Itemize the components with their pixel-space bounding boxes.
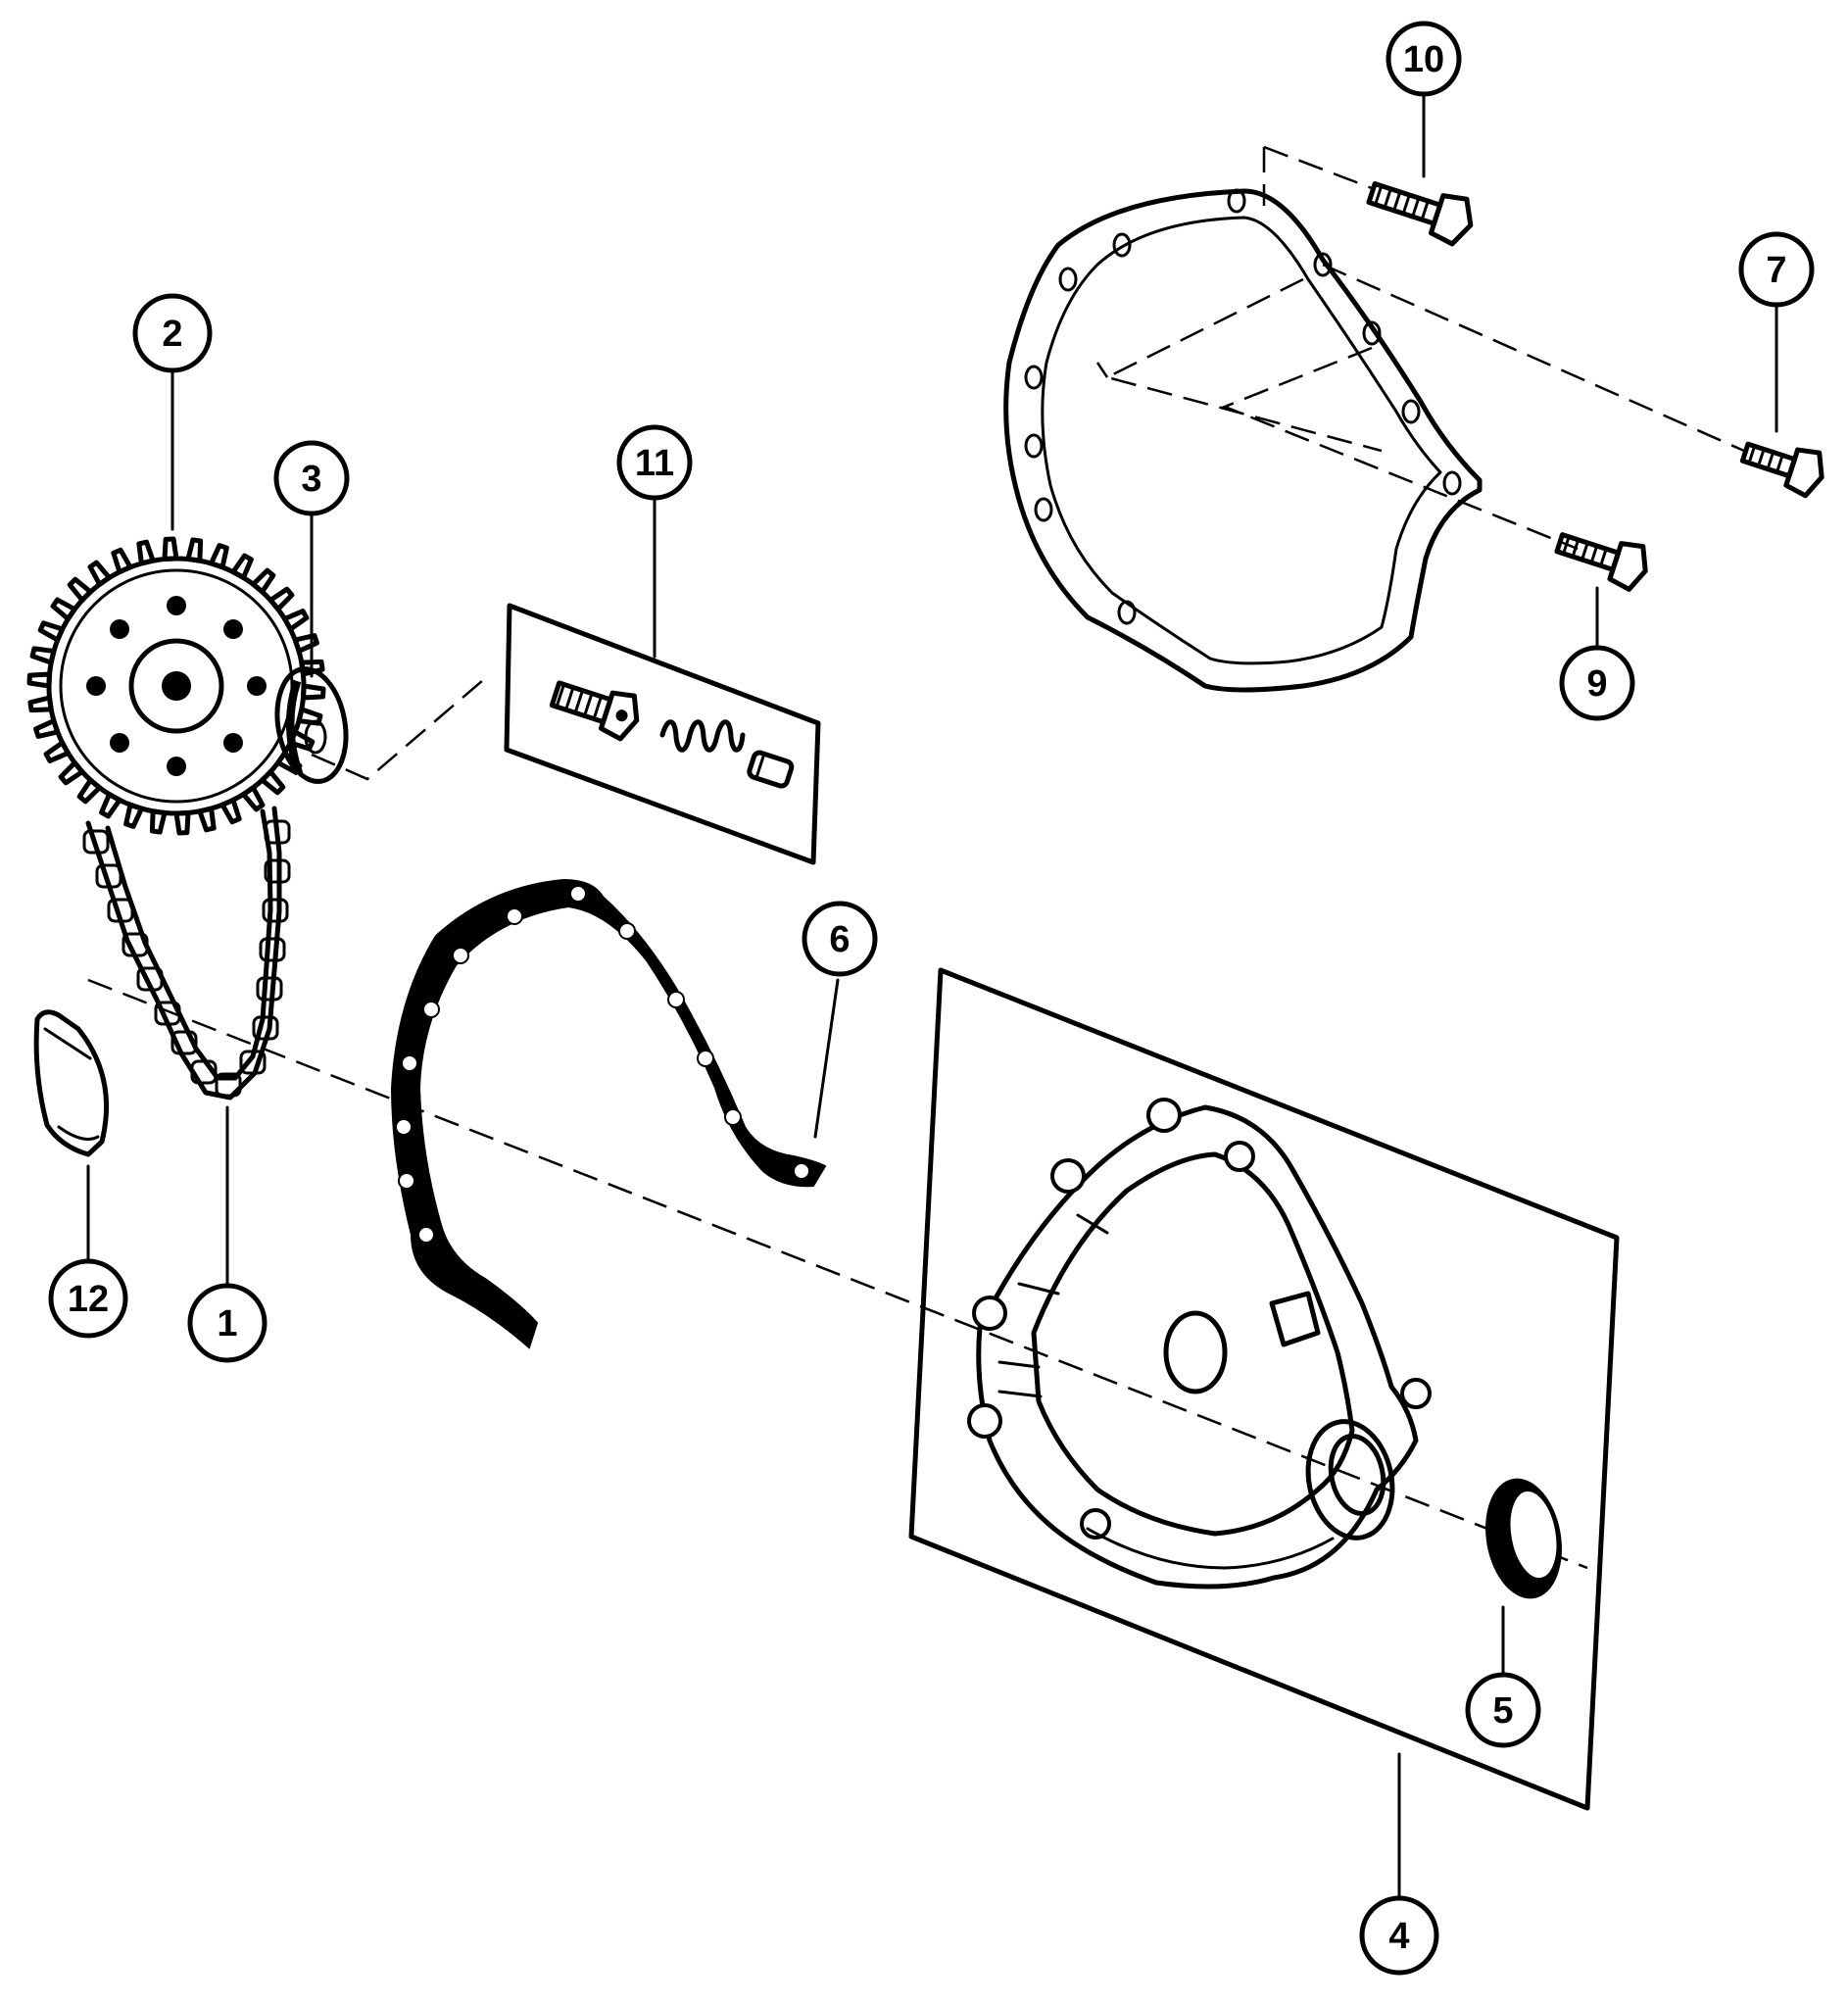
plate-hole (1024, 365, 1044, 390)
cover-gasket (390, 878, 827, 1349)
chain-link (259, 937, 286, 962)
callout-7: 7 (1738, 231, 1815, 308)
rear-plate-gasket (1003, 188, 1483, 693)
gasket-hole (452, 947, 469, 964)
plate-hole (1024, 433, 1044, 459)
gasket-hole (422, 1001, 440, 1018)
chain-link (252, 1015, 279, 1041)
chain-link (82, 829, 110, 855)
sprocket-hole (167, 757, 186, 776)
tensioner-pad (33, 1009, 109, 1157)
gasket-hole (667, 991, 685, 1008)
callout-label: 10 (1403, 39, 1444, 80)
callout-4: 4 (1359, 1895, 1439, 1976)
callout-label: 2 (162, 314, 182, 355)
sprocket-hole (222, 732, 243, 753)
chain-link (256, 976, 283, 1002)
plate-hole (1227, 188, 1246, 214)
gasket-hole (401, 1054, 418, 1072)
plate-hole (1401, 399, 1421, 424)
callout-label: 5 (1492, 1690, 1513, 1732)
callout-5: 5 (1465, 1672, 1541, 1748)
callout-6: 6 (802, 901, 878, 977)
plate-hole (1058, 267, 1078, 292)
sprocket-hole (110, 732, 130, 753)
chain-link (264, 819, 291, 845)
chain-link (95, 863, 122, 889)
plate-hole (1442, 470, 1462, 496)
gasket-hole (724, 1108, 742, 1126)
gasket-hole (618, 922, 636, 940)
sprocket-tooth (300, 683, 326, 701)
sprocket-hole (167, 596, 186, 615)
callout-label: 7 (1766, 250, 1786, 291)
chain-tensioner-kit (504, 603, 821, 865)
sprocket-hole (110, 619, 130, 640)
gasket-hole (398, 1172, 415, 1190)
callout-label: 12 (68, 1279, 109, 1320)
chain-link (262, 898, 289, 923)
leader-lines (86, 92, 1778, 1898)
callout-label: 9 (1586, 663, 1607, 705)
plate-hole (1112, 232, 1132, 258)
gasket-hole (569, 885, 587, 903)
chain-link (239, 1050, 267, 1075)
plate-hole (1313, 252, 1333, 277)
oil-seal (1485, 1478, 1562, 1599)
chain-link (136, 966, 164, 992)
sprocket-tooth (26, 671, 53, 689)
gasket-hole (395, 1118, 413, 1136)
washer (274, 666, 349, 784)
timing-cover (908, 967, 1620, 1811)
sprocket-hole (222, 619, 243, 640)
gasket-hole (793, 1162, 810, 1180)
callout-label: 6 (829, 919, 850, 960)
callout-label: 4 (1388, 1916, 1409, 1957)
callout-label: 3 (301, 459, 321, 500)
callout-label: 1 (217, 1303, 237, 1345)
sprocket-hole (86, 676, 106, 696)
callout-11: 11 (616, 424, 693, 501)
alignment-lines (87, 145, 1745, 1570)
gasket-hole (506, 907, 523, 925)
bolt-7 (1739, 441, 1824, 499)
chain-link (107, 898, 134, 923)
sprocket-tooth (173, 809, 191, 836)
callout-1: 1 (187, 1283, 267, 1363)
plate-hole (1034, 497, 1053, 522)
chain-link (190, 1059, 218, 1085)
camshaft-sprocket (26, 536, 326, 836)
plate-hole (1117, 600, 1137, 625)
timing-chain (82, 806, 291, 1100)
callout-9: 9 (1559, 645, 1635, 721)
bolt-10 (1366, 181, 1474, 247)
chain-link (154, 1001, 181, 1026)
chain-link (170, 1030, 198, 1055)
callout-10: 10 (1386, 21, 1462, 97)
plate-hole (1362, 320, 1382, 346)
sprocket-hole (247, 676, 267, 696)
gasket-hole (697, 1050, 714, 1067)
chain-link (122, 932, 149, 957)
callout-3: 3 (273, 440, 350, 516)
chain-link (215, 1072, 242, 1098)
gasket-hole (417, 1226, 435, 1244)
callout-12: 12 (48, 1258, 128, 1339)
callout-2: 2 (132, 293, 213, 373)
chain-link (264, 858, 291, 884)
bolt-9 (1554, 532, 1648, 592)
callout-label: 11 (635, 443, 674, 484)
sprocket-tooth (162, 536, 179, 562)
